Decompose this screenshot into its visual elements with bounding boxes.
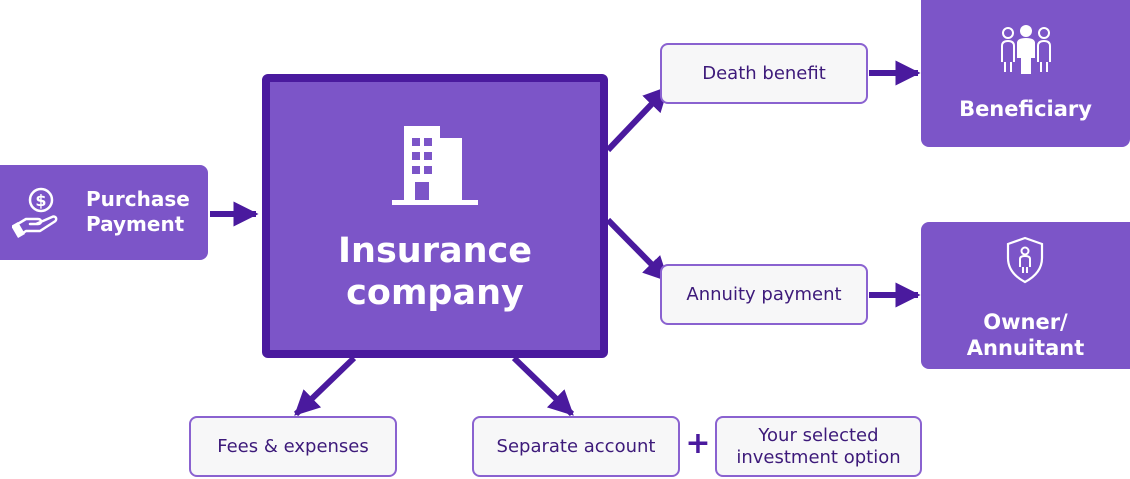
owner-label-line2: Annuitant — [966, 336, 1085, 360]
separate-account-box: Separate account — [472, 416, 680, 477]
fees-expenses-label: Fees & expenses — [217, 436, 369, 457]
arrow-insurance-to-separate-account — [511, 355, 575, 417]
purchase-label-line1: Purchase — [86, 187, 190, 211]
owner-annuitant-box: Owner/ Annuitant — [921, 222, 1130, 369]
plus-sign: + — [685, 426, 711, 461]
people-group-icon — [1001, 25, 1051, 74]
investment-label-line1: Your selected — [758, 424, 879, 446]
svg-text:$: $ — [35, 191, 46, 210]
annuity-payment-box: Annuity payment — [660, 264, 868, 325]
investment-label-line2: investment option — [736, 446, 901, 468]
hand-dollar-icon: $ — [12, 187, 58, 239]
annuity-payment-label: Annuity payment — [686, 284, 842, 305]
beneficiary-box: Beneficiary — [921, 0, 1130, 147]
arrow-insurance-to-annuity-payment — [605, 217, 670, 283]
separate-account-label: Separate account — [496, 436, 656, 457]
fees-expenses-box: Fees & expenses — [189, 416, 397, 477]
beneficiary-label: Beneficiary — [959, 97, 1092, 121]
owner-label-line1: Owner/ — [983, 310, 1068, 334]
arrow-insurance-to-fees — [293, 355, 357, 417]
death-benefit-label: Death benefit — [702, 63, 826, 84]
building-icon — [392, 126, 478, 205]
insurance-company-box: Insurance company — [262, 74, 608, 358]
death-benefit-box: Death benefit — [660, 43, 868, 104]
investment-option-box: Your selected investment option — [715, 416, 922, 477]
purchase-payment-box: $ Purchase Payment — [0, 165, 208, 260]
shield-person-icon — [1006, 236, 1044, 284]
insurance-label-line2: company — [346, 273, 524, 313]
purchase-label-line2: Payment — [86, 212, 185, 236]
arrow-insurance-to-death-benefit — [605, 85, 670, 153]
insurance-label-line1: Insurance — [338, 231, 532, 271]
